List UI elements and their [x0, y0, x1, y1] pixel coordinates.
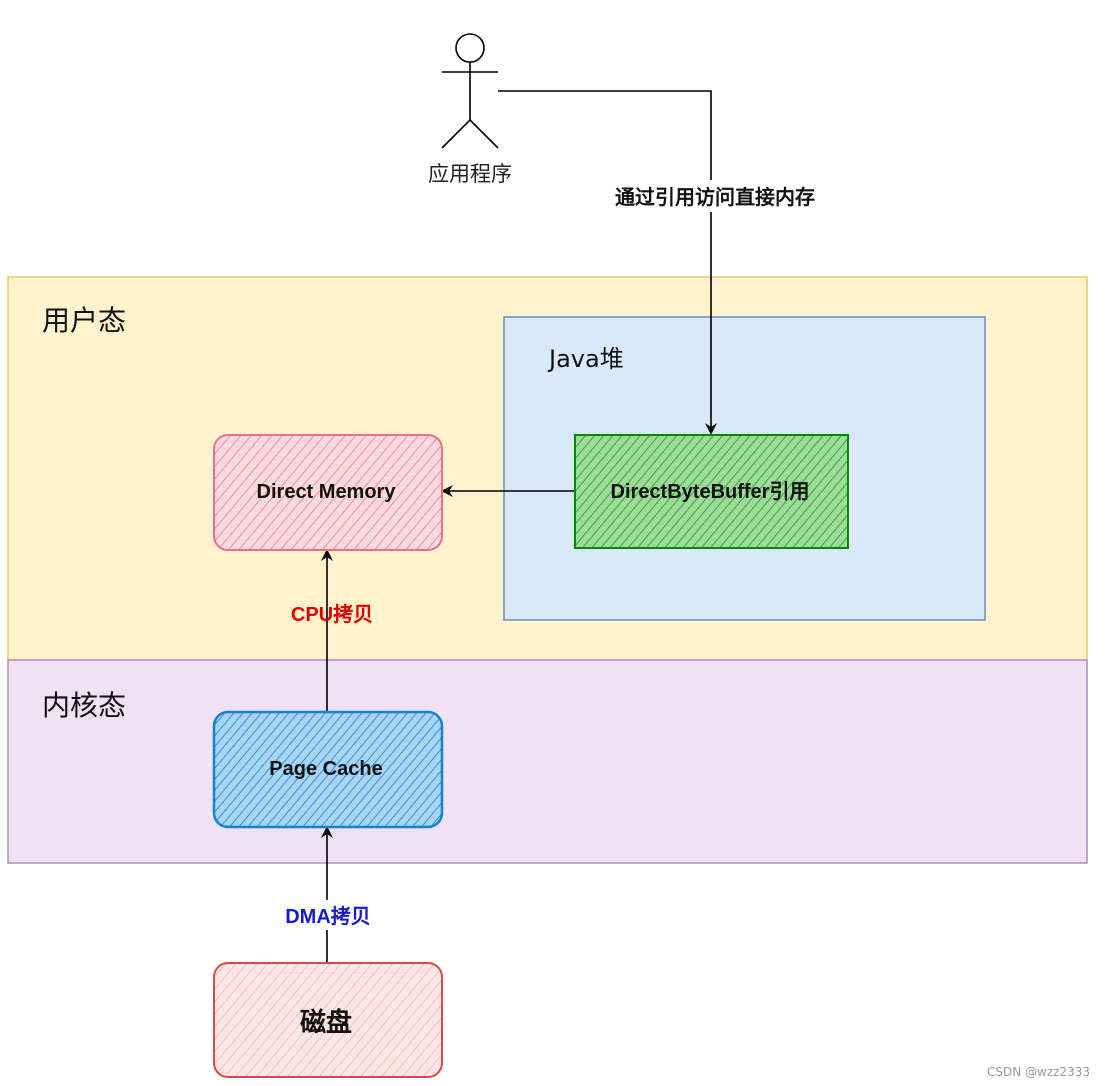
actor-label: 应用程序	[428, 162, 512, 186]
edge-disk-to-cache: DMA拷贝	[278, 826, 378, 963]
watermark: CSDN @wzz2333	[987, 1065, 1090, 1079]
direct-byte-buffer-label: DirectByteBuffer引用	[611, 480, 810, 503]
page-cache-label: Page Cache	[269, 758, 382, 780]
user-space-label: 用户态	[42, 304, 126, 337]
edge-label-access: 通过引用访问直接内存	[615, 185, 815, 209]
node-direct-byte-buffer: DirectByteBuffer引用	[574, 434, 849, 549]
kernel-space-label: 内核态	[42, 689, 126, 722]
direct-memory-label: Direct Memory	[257, 481, 397, 503]
node-page-cache: Page Cache	[212, 710, 444, 829]
edge-cache-to-memory: CPU拷贝	[291, 549, 373, 712]
kernel-space-zone: 内核态	[7, 659, 1088, 864]
edge-label-cpu-copy: CPU拷贝	[291, 603, 373, 626]
edge-label-dma-copy: DMA拷贝	[285, 905, 371, 928]
node-direct-memory: Direct Memory	[213, 434, 443, 551]
java-heap-label: Java堆	[547, 345, 624, 373]
stick-figure-icon	[441, 33, 499, 149]
application-actor: 应用程序	[428, 33, 512, 186]
edge-app-to-buffer: 通过引用访问直接内存	[498, 90, 832, 435]
disk-label: 磁盘	[300, 1007, 352, 1037]
node-disk: 磁盘	[213, 962, 443, 1078]
